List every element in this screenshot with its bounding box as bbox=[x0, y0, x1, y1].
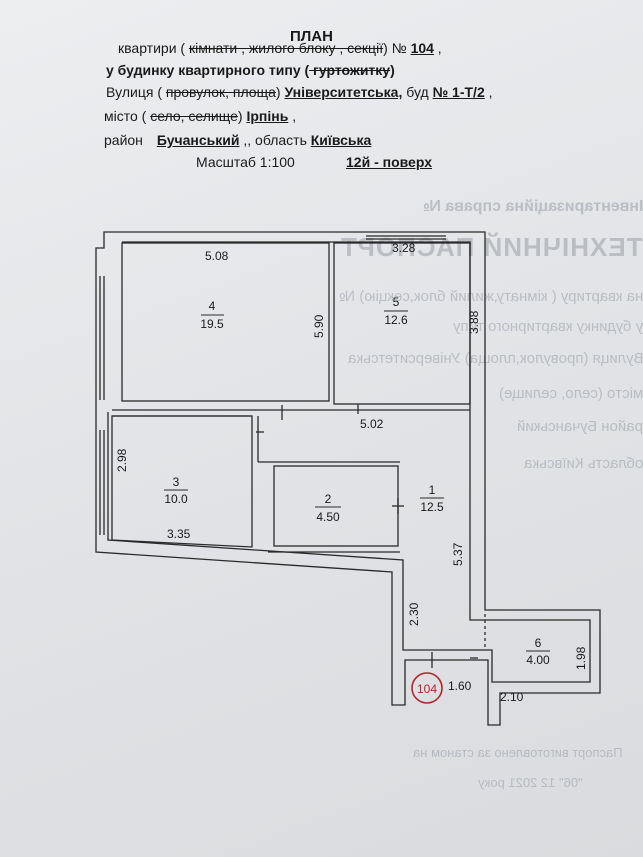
apartment-stamp: 104 bbox=[411, 672, 443, 704]
svg-text:104: 104 bbox=[417, 682, 437, 696]
room-number: 3 bbox=[173, 475, 180, 489]
apartment-number: 104 bbox=[410, 40, 434, 56]
dim-hall-depth: 2.30 bbox=[407, 602, 421, 626]
district-line: район Бучанський ,, область Київська bbox=[104, 132, 372, 148]
room-label-1: 1 12.5 bbox=[420, 483, 444, 514]
room-area: 4.00 bbox=[526, 653, 550, 667]
outer-wall bbox=[95, 231, 601, 726]
district-name: Бучанський bbox=[156, 132, 240, 148]
apartment-line-prefix: квартири ( bbox=[118, 40, 189, 56]
street-line: Вулиця ( провулок, площа) Університетськ… bbox=[106, 84, 493, 100]
region-label: , область bbox=[247, 132, 311, 148]
street-struck: провулок, площа bbox=[165, 84, 276, 100]
region-name: Київська bbox=[310, 132, 372, 148]
city-suffix: ) bbox=[237, 108, 247, 124]
room-4-outline bbox=[121, 242, 330, 402]
dim-entry-width: 1.60 bbox=[448, 679, 472, 693]
building-type-suffix: ) bbox=[390, 62, 395, 78]
building-label: буд bbox=[402, 84, 433, 100]
room-number: 1 bbox=[429, 483, 436, 497]
district-label: район bbox=[104, 132, 147, 148]
room-5-outline bbox=[333, 242, 471, 405]
city-line: місто ( село, селище) Ірпінь , bbox=[104, 108, 297, 124]
room-area: 12.6 bbox=[384, 313, 408, 327]
plan-title: ПЛАН bbox=[290, 28, 333, 45]
building-type-prefix: у будинку квартирного типу ( bbox=[106, 62, 310, 78]
street-suffix: ) bbox=[275, 84, 285, 100]
street-name: Університетська, bbox=[284, 84, 403, 100]
room-2-outline bbox=[273, 465, 399, 547]
room-number: 5 bbox=[393, 295, 400, 309]
dim-room4-depth: 5.90 bbox=[312, 314, 326, 338]
room-area: 19.5 bbox=[200, 317, 224, 331]
building-number: № 1-Т/2 bbox=[432, 84, 485, 100]
building-type-struck: гуртожитку bbox=[309, 62, 391, 78]
room-area: 10.0 bbox=[164, 492, 188, 506]
floor-value: 12й - поверх bbox=[346, 154, 432, 170]
apartment-line-suffix: ) № bbox=[383, 40, 411, 56]
dim-room3-depth: 2.98 bbox=[115, 448, 129, 472]
walls bbox=[95, 231, 601, 726]
room-label-2: 2 4.50 bbox=[315, 492, 341, 524]
scale-line: Масштаб 1:100 bbox=[196, 154, 295, 170]
room-area: 4.50 bbox=[316, 510, 340, 524]
city-prefix: місто ( bbox=[104, 108, 151, 124]
inner-wall bbox=[107, 241, 591, 683]
room-number: 4 bbox=[209, 299, 216, 313]
dim-room1-depth: 5.37 bbox=[451, 542, 465, 566]
apartment-line-struck: кімнати , жилого блоку , секції bbox=[188, 40, 384, 56]
dim-room5-width: 3.28 bbox=[392, 241, 416, 255]
room-area: 12.5 bbox=[420, 500, 444, 514]
building-type-line: у будинку квартирного типу ( гуртожитку) bbox=[106, 62, 395, 78]
dim-room6-width: 2.10 bbox=[500, 690, 524, 704]
dim-room6-depth: 1.98 bbox=[574, 646, 588, 670]
street-prefix: Вулиця ( bbox=[106, 84, 166, 100]
room-label-5: 5 12.6 bbox=[384, 295, 408, 327]
room-label-3: 3 10.0 bbox=[164, 475, 188, 506]
dim-room3-width: 3.35 bbox=[167, 527, 191, 541]
scale-value: 1:100 bbox=[259, 154, 295, 170]
scale-label: Масштаб bbox=[196, 154, 260, 170]
room-number: 2 bbox=[325, 492, 332, 506]
apartment-line: квартири ( кімнати , жилого блоку , секц… bbox=[118, 40, 442, 56]
room-label-6: 6 4.00 bbox=[526, 636, 550, 667]
dim-room5-depth: 3.88 bbox=[467, 310, 481, 334]
room-number: 6 bbox=[535, 636, 542, 650]
city-struck: село, селище bbox=[150, 108, 238, 124]
city-name: Ірпінь bbox=[246, 108, 289, 124]
room-3-outline bbox=[111, 415, 253, 548]
room-label-4: 4 19.5 bbox=[200, 299, 224, 331]
dim-room4-width: 5.08 bbox=[205, 249, 229, 263]
dim-corridor-length: 5.02 bbox=[360, 417, 384, 431]
floor-label: 12й - поверх bbox=[346, 154, 432, 170]
